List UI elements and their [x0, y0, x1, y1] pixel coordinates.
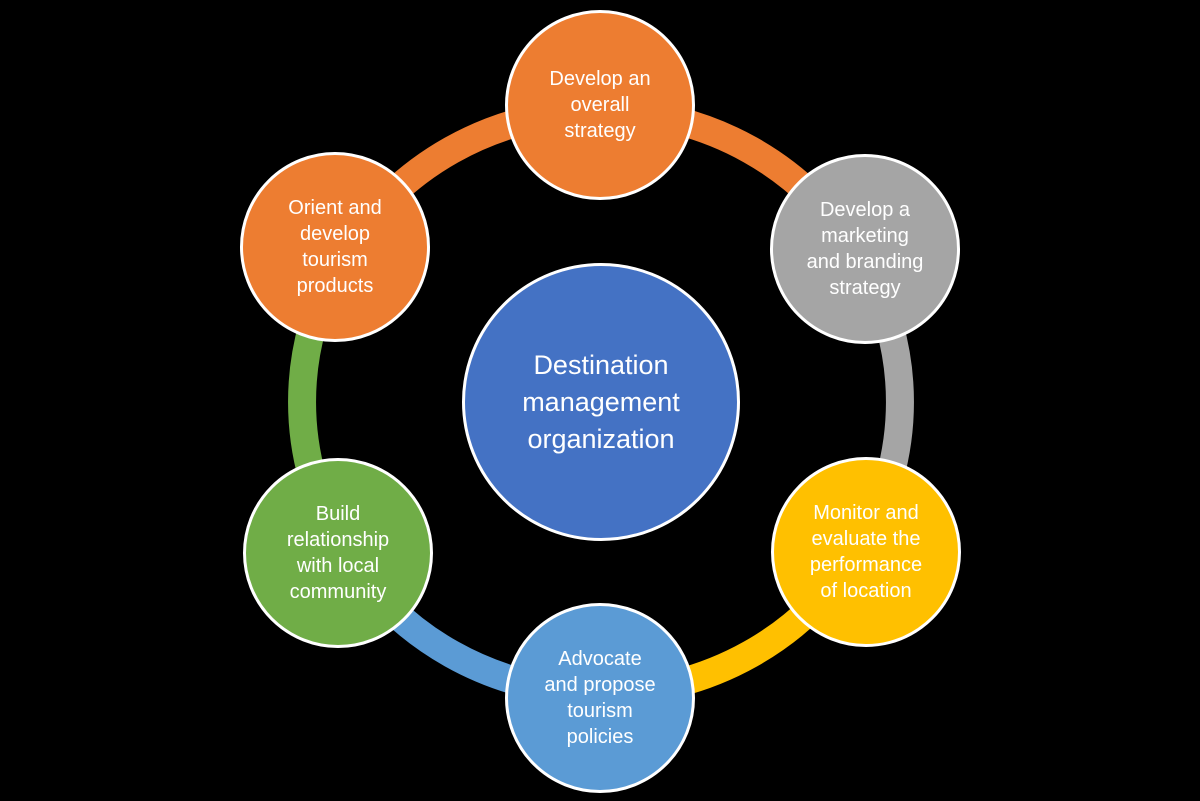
label-line: and branding: [806, 251, 924, 273]
label-line: strategy: [564, 120, 636, 142]
node-develop-an-overall-strategy: Develop an overall strategy: [505, 10, 695, 200]
label-line: Develop an: [549, 68, 651, 90]
node-label: Develop a marketing and branding strateg…: [807, 197, 924, 301]
node-label: Monitor and evaluate the performance of …: [810, 500, 922, 604]
label-line: of location: [820, 580, 912, 602]
node-build-relationship-with-local-community: Build relationship with local community: [243, 458, 433, 648]
label-line: relationship: [286, 529, 390, 551]
node-label: Develop an overall strategy: [549, 66, 650, 144]
label-line: Destination: [533, 349, 669, 380]
node-label: Advocate and propose tourism policies: [544, 646, 655, 750]
label-line: with local: [296, 555, 380, 577]
label-line: evaluate the: [811, 528, 921, 550]
label-line: strategy: [829, 277, 901, 299]
label-line: products: [296, 275, 374, 297]
label-line: Advocate: [558, 648, 642, 670]
node-center-label: Destination management organization: [522, 347, 680, 458]
label-line: organization: [527, 423, 675, 454]
label-line: tourism: [567, 700, 633, 722]
label-line: and propose: [544, 674, 656, 696]
label-line: policies: [566, 726, 634, 748]
node-monitor-and-evaluate-the-performance-of-location: Monitor and evaluate the performance of …: [771, 457, 961, 647]
label-line: overall: [570, 94, 630, 116]
label-line: Monitor and: [813, 502, 919, 524]
label-line: Develop a: [819, 199, 911, 221]
node-develop-a-marketing-and-branding-strategy: Develop a marketing and branding strateg…: [770, 154, 960, 344]
node-orient-and-develop-tourism-products: Orient and develop tourism products: [240, 152, 430, 342]
node-advocate-and-propose-tourism-policies: Advocate and propose tourism policies: [505, 603, 695, 793]
label-line: management: [522, 386, 680, 417]
node-center: Destination management organization: [462, 263, 740, 541]
label-line: Build: [315, 503, 361, 525]
label-line: community: [289, 581, 387, 603]
label-line: performance: [809, 554, 923, 576]
label-line: tourism: [302, 249, 368, 271]
label-line: develop: [299, 223, 371, 245]
node-label: Orient and develop tourism products: [288, 195, 381, 299]
node-label: Build relationship with local community: [287, 501, 389, 605]
label-line: Orient and: [288, 197, 382, 219]
label-line: marketing: [821, 225, 909, 247]
